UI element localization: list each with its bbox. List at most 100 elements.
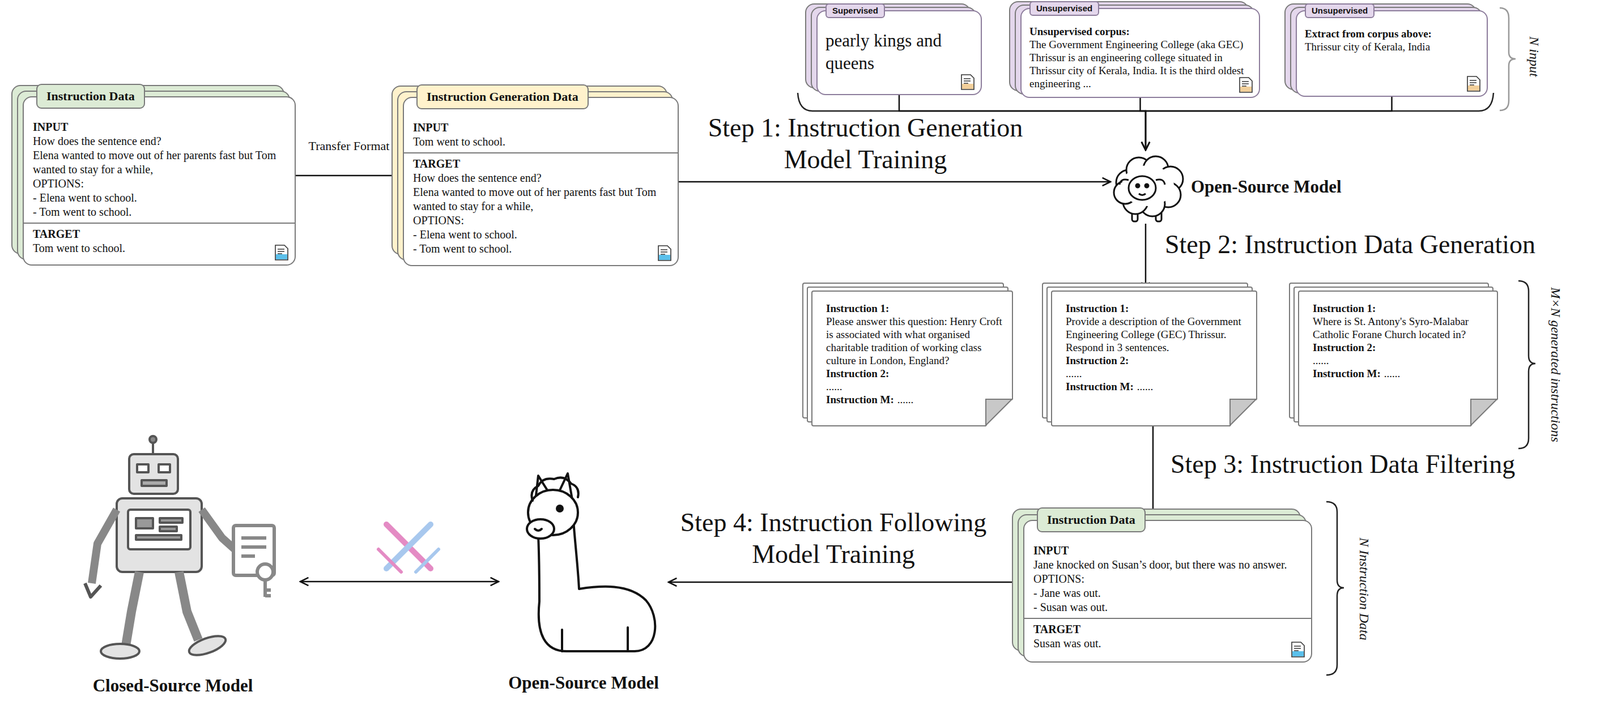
card-text: OPTIONS: <box>1033 572 1302 587</box>
document-icon <box>960 73 976 91</box>
card-text: Tom went to school. <box>32 241 286 256</box>
card-heading: Instruction Data <box>1036 507 1146 533</box>
document-icon <box>657 244 672 262</box>
bracket <box>1499 7 1516 111</box>
connector-arrow <box>1140 98 1147 151</box>
document-icon-body <box>1239 77 1253 93</box>
generated-instructions-card: Instruction 1:Provide a description of t… <box>1050 290 1258 427</box>
document-icon-body <box>658 245 671 261</box>
card-text: ...... <box>1137 380 1154 393</box>
folded-corner-flap <box>1230 399 1257 426</box>
generated-instructions-card: Instruction 1:Where is St. Antony's Syro… <box>1298 290 1499 427</box>
robot-illustration <box>84 436 275 660</box>
connector-arrow <box>300 581 499 584</box>
card-text: Instruction 1: <box>826 301 1003 316</box>
card-text: ...... <box>1312 354 1488 368</box>
document-icon <box>1466 75 1482 93</box>
connector-arrow <box>1152 426 1155 521</box>
card-text: TARGET <box>23 222 295 242</box>
card-text: INPUT <box>32 120 286 135</box>
document-icon-fill <box>962 83 974 89</box>
model-figure: Open-Source Model <box>498 467 669 695</box>
folded-corner-cut <box>985 398 1014 428</box>
folded-corner <box>1469 397 1499 428</box>
card-text: INPUT <box>413 120 669 135</box>
alpaca-illustration <box>526 473 655 652</box>
unsupervised-input-card: UnsupervisedExtract from corpus above:Th… <box>1295 10 1488 97</box>
card-text: ...... <box>1065 367 1248 381</box>
card-text: Thrissur city of Kerala, India <box>1304 40 1479 54</box>
document-icon-body <box>1291 642 1305 658</box>
step-label: Step 3: Instruction Data Filtering <box>1170 448 1596 481</box>
generated-instructions-card: Instruction 1:Please answer this questio… <box>811 290 1014 427</box>
document-icon-body <box>961 74 974 90</box>
card-heading: Unsupervised <box>1304 3 1375 19</box>
folded-corner <box>1228 397 1258 428</box>
card-text: Instruction M: <box>1312 367 1381 380</box>
instruction-data-card: Instruction DataINPUTHow does the senten… <box>22 96 296 266</box>
card-text: - Susan was out. <box>1033 600 1302 615</box>
connector-arrow <box>1145 96 1393 151</box>
card-text: ...... <box>897 393 914 406</box>
card-text: - Elena went to school. <box>413 227 669 242</box>
document-icon-lines <box>1469 80 1477 85</box>
card-text: Please answer this question: Henry Croft… <box>826 315 1003 368</box>
document-icon-fill <box>658 254 671 261</box>
document-icon-lines <box>1241 81 1249 87</box>
card-text: Instruction 2: <box>1065 354 1248 368</box>
document-icon-lines <box>1294 646 1301 651</box>
card-text: How does the sentence end? <box>32 134 286 149</box>
sheep-illustration <box>1113 156 1184 222</box>
document-icon-fill <box>1467 85 1480 91</box>
document-icon-lines <box>660 249 668 255</box>
card-text: Instruction M: <box>1065 380 1134 393</box>
document-icon-body <box>1467 76 1480 92</box>
card-text: Where is St. Antony's Syro-Malabar Catho… <box>1312 315 1488 342</box>
connector-arrow <box>1145 223 1147 291</box>
card-text: Instruction 1: <box>1065 301 1248 316</box>
card-text: OPTIONS: <box>32 176 286 191</box>
connector-arrow <box>678 181 1111 184</box>
bracket-label: N Instruction Data <box>1355 537 1373 641</box>
card-text: - Jane was out. <box>1033 586 1302 601</box>
document-icon-lines <box>963 78 971 84</box>
connector-arrow <box>668 581 1024 584</box>
card-heading: Instruction Data <box>36 83 146 109</box>
card-text: OPTIONS: <box>413 213 669 228</box>
document-icon <box>1290 641 1306 659</box>
card-heading: Instruction Generation Data <box>416 84 589 110</box>
card-text: Elena wanted to move out of her parents … <box>413 185 669 214</box>
document-icon <box>1238 76 1254 94</box>
card-text: - Elena went to school. <box>32 190 286 206</box>
model-figure: Open-Source Model <box>1110 150 1355 224</box>
card-text: - Tom went to school. <box>413 241 669 257</box>
step-label: Transfer Format <box>298 138 400 155</box>
document-icon-body <box>275 245 288 261</box>
card-text: Susan was out. <box>1033 636 1302 651</box>
card-text: INPUT <box>1033 543 1302 559</box>
document-icon-lines <box>277 249 285 254</box>
model-figure: Closed-Source Model <box>45 430 301 697</box>
card-text: Provide a description of the Government … <box>1065 315 1248 355</box>
card-text: Closed-Source Model <box>92 675 254 697</box>
document-icon-fill <box>275 254 288 260</box>
folded-corner-flap <box>985 399 1012 426</box>
card-text: ...... <box>1384 367 1401 380</box>
bracket-label: N input <box>1525 36 1543 77</box>
folded-corner-flap <box>1470 399 1497 426</box>
card-text: Jane knocked on Susan’s door, but there … <box>1033 558 1302 573</box>
card-text: Open-Source Model <box>508 672 659 695</box>
card-text: Instruction 1: <box>1312 301 1488 316</box>
instruction-generation-card: Instruction Generation DataINPUTTom went… <box>402 96 679 267</box>
card-text: pearly kings and queens <box>825 27 973 75</box>
card-text: Extract from corpus above: <box>1304 27 1479 41</box>
card-text: Elena wanted to move out of her parents … <box>32 148 286 177</box>
folded-corner-cut <box>1229 398 1258 428</box>
folded-corner <box>984 397 1014 428</box>
bracket-label: M×N generated instructions <box>1547 287 1565 443</box>
connector-arrow <box>295 175 403 177</box>
step-label: Step 1: Instruction Generation Model Tra… <box>682 112 1049 176</box>
card-text: TARGET <box>403 152 678 172</box>
step-label: Step 2: Instruction Data Generation <box>1164 228 1596 261</box>
step-label: Step 4: Instruction Following Model Trai… <box>654 507 1012 571</box>
